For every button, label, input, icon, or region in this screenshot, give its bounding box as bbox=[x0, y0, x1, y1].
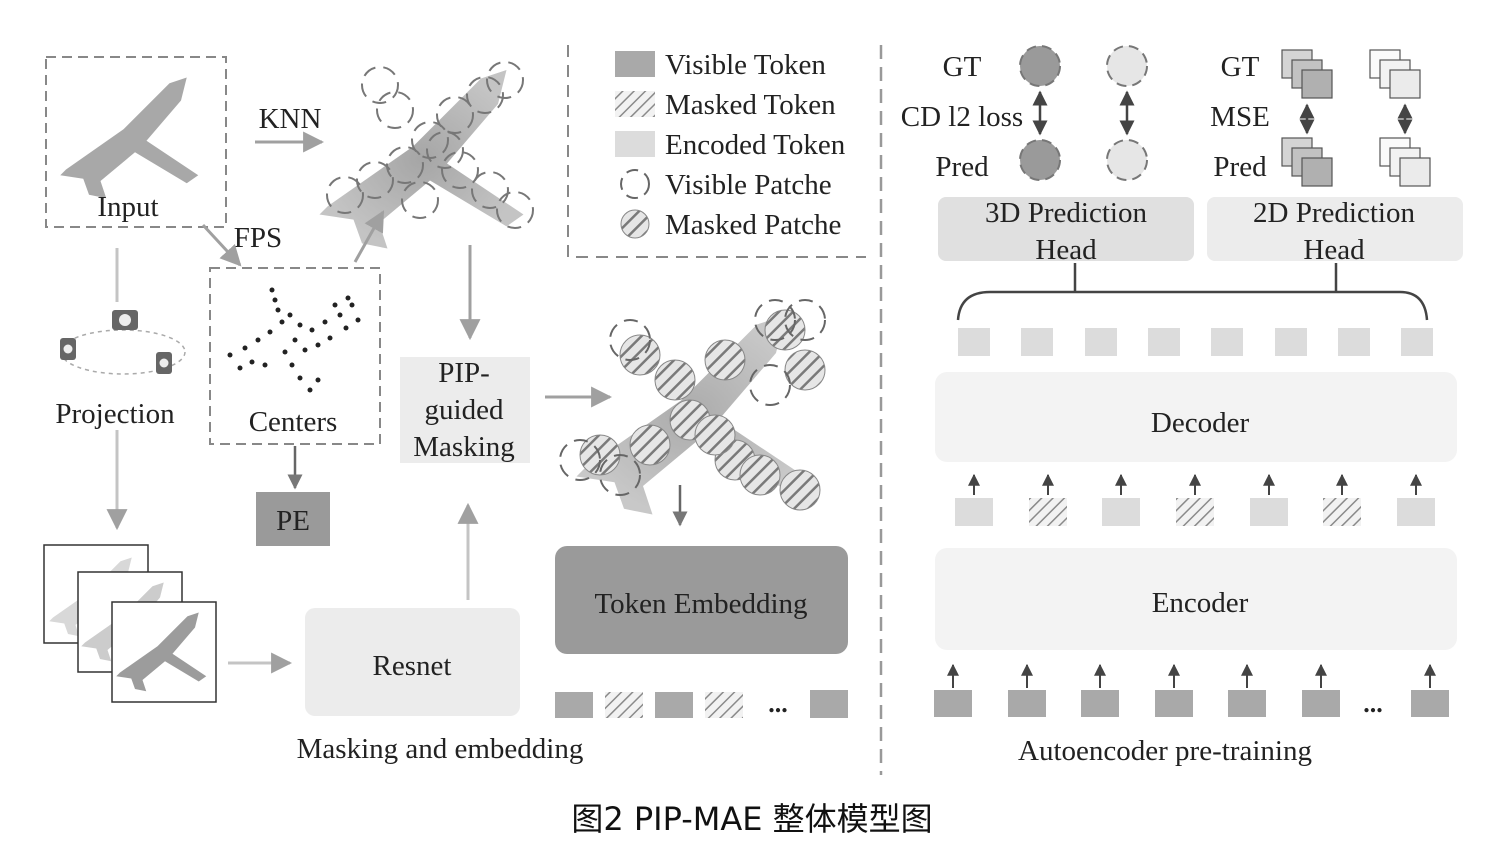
decoder-label: Decoder bbox=[1151, 407, 1250, 439]
visible-token bbox=[555, 692, 593, 718]
pred-2d-image-icons bbox=[1281, 137, 1431, 187]
head-2d-box bbox=[1207, 197, 1463, 261]
autoencoder-caption: Autoencoder pre-training bbox=[1018, 735, 1312, 767]
fps-label: FPS bbox=[234, 222, 282, 254]
masked-airplane-icon bbox=[559, 299, 826, 515]
legend-label-masked-token: Masked Token bbox=[665, 89, 836, 121]
legend-visible-token-swatch bbox=[615, 51, 655, 77]
encoder-box bbox=[935, 548, 1457, 650]
knn-label: KNN bbox=[259, 103, 322, 135]
centers-box bbox=[209, 267, 381, 445]
projected-images-stack bbox=[43, 544, 217, 703]
projection-camera-orbit-icon bbox=[60, 310, 186, 375]
gt-2d-label: GT bbox=[1221, 51, 1260, 83]
masking-embedding-caption: Masking and embedding bbox=[297, 733, 584, 765]
legend-encoded-token-swatch bbox=[615, 131, 655, 157]
input-box bbox=[45, 56, 227, 228]
pip-masking-line-3: Masking bbox=[413, 431, 515, 463]
embedding-token-row bbox=[555, 690, 848, 718]
head-2d-line-1: 2D Prediction bbox=[1253, 197, 1415, 229]
masked-token bbox=[705, 692, 743, 718]
input-airplane-icon bbox=[60, 77, 199, 199]
encoder-label: Encoder bbox=[1152, 587, 1249, 619]
centers-points-icon bbox=[227, 287, 361, 393]
pip-masking-line-2: guided bbox=[425, 394, 504, 426]
pred-3d-label: Pred bbox=[935, 151, 989, 183]
legend-border bbox=[567, 45, 866, 258]
token-embedding-box bbox=[555, 546, 848, 654]
head-3d-line-2: Head bbox=[1035, 234, 1097, 266]
legend-masked-patch-icon bbox=[620, 209, 650, 239]
token-row-ellipsis: ... bbox=[768, 689, 788, 718]
legend-label-masked-patch: Masked Patche bbox=[665, 209, 841, 241]
legend-label-visible-token: Visible Token bbox=[665, 49, 826, 81]
pip-masking-box bbox=[400, 357, 530, 463]
input-label: Input bbox=[97, 191, 158, 223]
pe-label: PE bbox=[276, 505, 310, 537]
legend-masked-token-swatch bbox=[615, 91, 655, 117]
visible-token bbox=[810, 690, 848, 718]
patched-airplane-icon bbox=[319, 61, 534, 249]
pred-2d-label: Pred bbox=[1213, 151, 1267, 183]
gt-3d-patch-icons bbox=[1019, 45, 1148, 87]
visible-token bbox=[655, 692, 693, 718]
fps-arrow bbox=[201, 223, 242, 267]
loss-2d-label: MSE bbox=[1210, 101, 1270, 133]
pip-masking-line-1: PIP- bbox=[438, 357, 490, 389]
head-3d-box bbox=[938, 197, 1194, 261]
encoder-input-tokens bbox=[934, 663, 1449, 717]
decoder-output-tokens bbox=[958, 328, 1433, 356]
pred-3d-patch-icons bbox=[1019, 139, 1148, 181]
encoder-token-ellipsis: ... bbox=[1363, 689, 1383, 718]
token-embedding-label: Token Embedding bbox=[594, 588, 807, 620]
decoder-input-tokens bbox=[955, 473, 1435, 526]
projection-label: Projection bbox=[55, 398, 175, 430]
head-2d-line-2: Head bbox=[1303, 234, 1365, 266]
gt-3d-label: GT bbox=[943, 51, 982, 83]
resnet-box bbox=[305, 608, 520, 716]
loss-3d-label: CD l2 loss bbox=[901, 101, 1023, 133]
legend-label-visible-patch: Visible Patche bbox=[665, 169, 832, 201]
head-3d-line-1: 3D Prediction bbox=[985, 197, 1147, 229]
decoder-box bbox=[935, 372, 1457, 462]
resnet-label: Resnet bbox=[373, 650, 452, 682]
centers-to-patches-arrow bbox=[353, 210, 385, 263]
legend-label-encoded-token: Encoded Token bbox=[665, 129, 846, 161]
centers-label: Centers bbox=[249, 406, 338, 438]
figure-caption: 图2 PIP-MAE 整体模型图 bbox=[571, 800, 932, 838]
masked-token bbox=[605, 692, 643, 718]
legend-visible-patch-icon bbox=[620, 169, 650, 199]
pe-box bbox=[256, 492, 330, 546]
gt-2d-image-icons bbox=[1281, 49, 1421, 99]
heads-brace bbox=[956, 290, 1429, 321]
